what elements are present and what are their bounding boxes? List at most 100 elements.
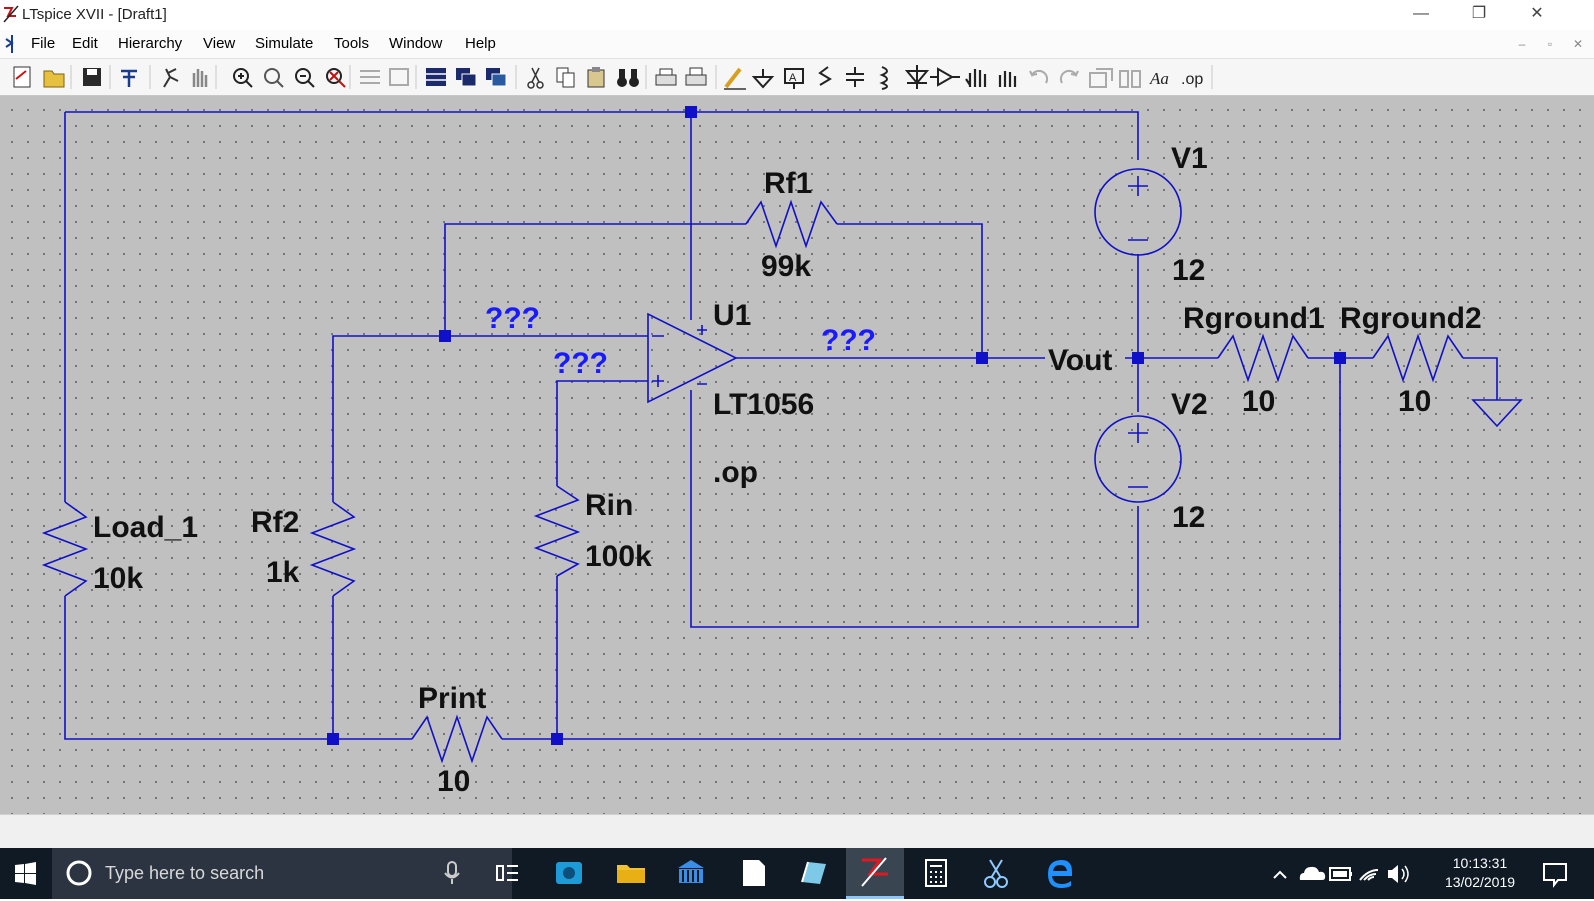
schematic-doc-icon[interactable] [3,33,21,55]
resistor-rf1[interactable] [745,199,838,249]
child-close-button[interactable]: ✕ [1572,37,1584,51]
ltspice-app-icon[interactable] [2,4,20,24]
resistor-rin[interactable] [533,485,581,577]
cut-icon[interactable] [527,67,544,89]
resistor-tool-icon[interactable] [818,66,832,86]
wifi-icon[interactable] [1359,869,1379,881]
mirror-icon[interactable] [1119,70,1141,88]
toolbar: A Aa .op [0,59,1594,96]
tile-horizontal-icon[interactable] [389,68,409,86]
zoom-in-icon[interactable] [233,68,253,88]
undo-icon[interactable] [1029,69,1049,84]
menu-simulate[interactable]: Simulate [255,35,314,52]
snipping-tool-icon[interactable] [976,848,1016,899]
ground-symbol[interactable] [1471,399,1523,428]
wire-rf2 [332,335,648,739]
label-rin-name: Rin [585,489,633,522]
resistor-rground1[interactable] [1217,333,1309,383]
menu-bar: File Edit Hierarchy View Simulate Tools … [0,30,1594,59]
zoom-out-icon[interactable] [295,68,315,88]
net-label-vout: Vout [1048,344,1112,377]
window-tile-icon[interactable] [486,68,507,87]
volume-icon[interactable] [1388,865,1409,883]
find-binoculars-icon[interactable] [617,69,639,87]
menu-help[interactable]: Help [465,35,496,52]
task-view-icon[interactable] [488,848,528,899]
resistor-load-1[interactable] [41,501,89,597]
microphone-icon[interactable] [442,848,462,899]
voltage-source-v2[interactable] [1094,415,1182,503]
label-rground1-name: Rground1 [1183,302,1325,335]
taskbar-notes-icon[interactable] [792,848,834,899]
print-setup-icon[interactable] [655,68,677,86]
title-bar: LTspice XVII - [Draft1] — ❐ ✕ [0,0,1594,30]
open-folder-icon[interactable] [43,70,65,88]
windows-taskbar: Type here to search [0,848,1594,899]
voltage-source-v1[interactable] [1094,168,1182,256]
run-icon[interactable] [163,68,179,88]
paste-icon[interactable] [587,67,605,88]
menu-edit[interactable]: Edit [72,35,98,52]
window-cascade-icon[interactable] [456,68,477,87]
label-net-icon[interactable]: A [784,68,804,89]
spice-directive-icon[interactable]: .op [1181,71,1203,88]
rotate-icon[interactable] [1089,68,1113,88]
menu-view[interactable]: View [203,35,236,52]
resistor-rf2[interactable] [309,501,357,597]
taskbar-ltspice-button[interactable] [846,848,904,899]
inductor-tool-icon[interactable] [879,66,888,90]
drag-hand-icon[interactable] [998,71,1017,87]
ltspice-taskbar-icon [861,857,888,887]
resistor-rground2[interactable] [1372,333,1464,383]
menu-tools[interactable]: Tools [334,35,370,52]
taskbar-search-box[interactable] [52,848,512,899]
menu-hierarchy[interactable]: Hierarchy [118,35,183,52]
tile-vertical-icon[interactable] [360,70,380,84]
draw-wire-pencil-icon[interactable] [724,67,746,90]
action-center-icon[interactable] [1530,848,1580,899]
window-split-icon[interactable] [426,68,446,86]
label-rf2-name: Rf2 [251,506,299,539]
taskbar-document-icon[interactable] [732,848,774,899]
wire-bottom-loop [64,112,1341,740]
label-rf1-value: 99k [761,250,811,283]
component-tool-icon[interactable] [930,67,960,87]
menu-window[interactable]: Window [389,35,443,52]
maximize-button[interactable]: ❐ [1471,5,1487,22]
control-panel-icon[interactable] [121,69,137,87]
minimize-button[interactable]: — [1413,5,1429,22]
file-explorer-icon[interactable] [610,848,652,899]
capacitor-tool-icon[interactable] [846,67,864,87]
menu-file[interactable]: File [31,35,56,52]
close-button[interactable]: ✕ [1530,5,1544,22]
opamp-u1[interactable] [647,312,738,404]
calculator-icon[interactable] [916,848,956,899]
taskbar-photos-icon[interactable] [548,848,590,899]
save-icon[interactable] [83,68,101,86]
spice-directive-op[interactable]: .op [713,456,758,489]
print-icon[interactable] [685,67,707,86]
child-restore-button[interactable]: ▫ [1547,37,1553,51]
diode-tool-icon[interactable] [904,65,930,89]
show-hidden-icons-chevron-icon[interactable] [1273,870,1287,879]
text-tool-icon[interactable]: Aa [1149,69,1169,88]
edge-browser-icon[interactable] [1040,848,1080,899]
taskbar-building-icon[interactable] [670,848,712,899]
label-rground2-name: Rground2 [1340,302,1482,335]
zoom-fit-icon[interactable] [326,68,346,88]
onedrive-cloud-icon[interactable] [1299,866,1326,880]
schematic-canvas[interactable]: Load_1 10k Rf2 1k Rin 100k Rf1 99k Print… [0,96,1594,814]
child-minimize-button[interactable]: – [1518,37,1526,51]
move-hand-icon[interactable] [965,69,987,87]
battery-icon[interactable] [1329,867,1352,881]
ground-icon[interactable] [751,69,775,89]
label-v2-value: 12 [1172,501,1205,534]
redo-icon[interactable] [1059,69,1079,84]
windows-start-icon[interactable] [0,848,52,899]
zoom-pan-icon[interactable] [264,68,284,88]
resistor-print[interactable] [411,714,503,764]
copy-icon[interactable] [556,67,575,88]
taskbar-clock[interactable]: 10:13:31 13/02/2019 [1440,854,1520,892]
halt-hand-icon[interactable] [192,69,208,87]
new-schematic-icon[interactable] [13,66,31,88]
